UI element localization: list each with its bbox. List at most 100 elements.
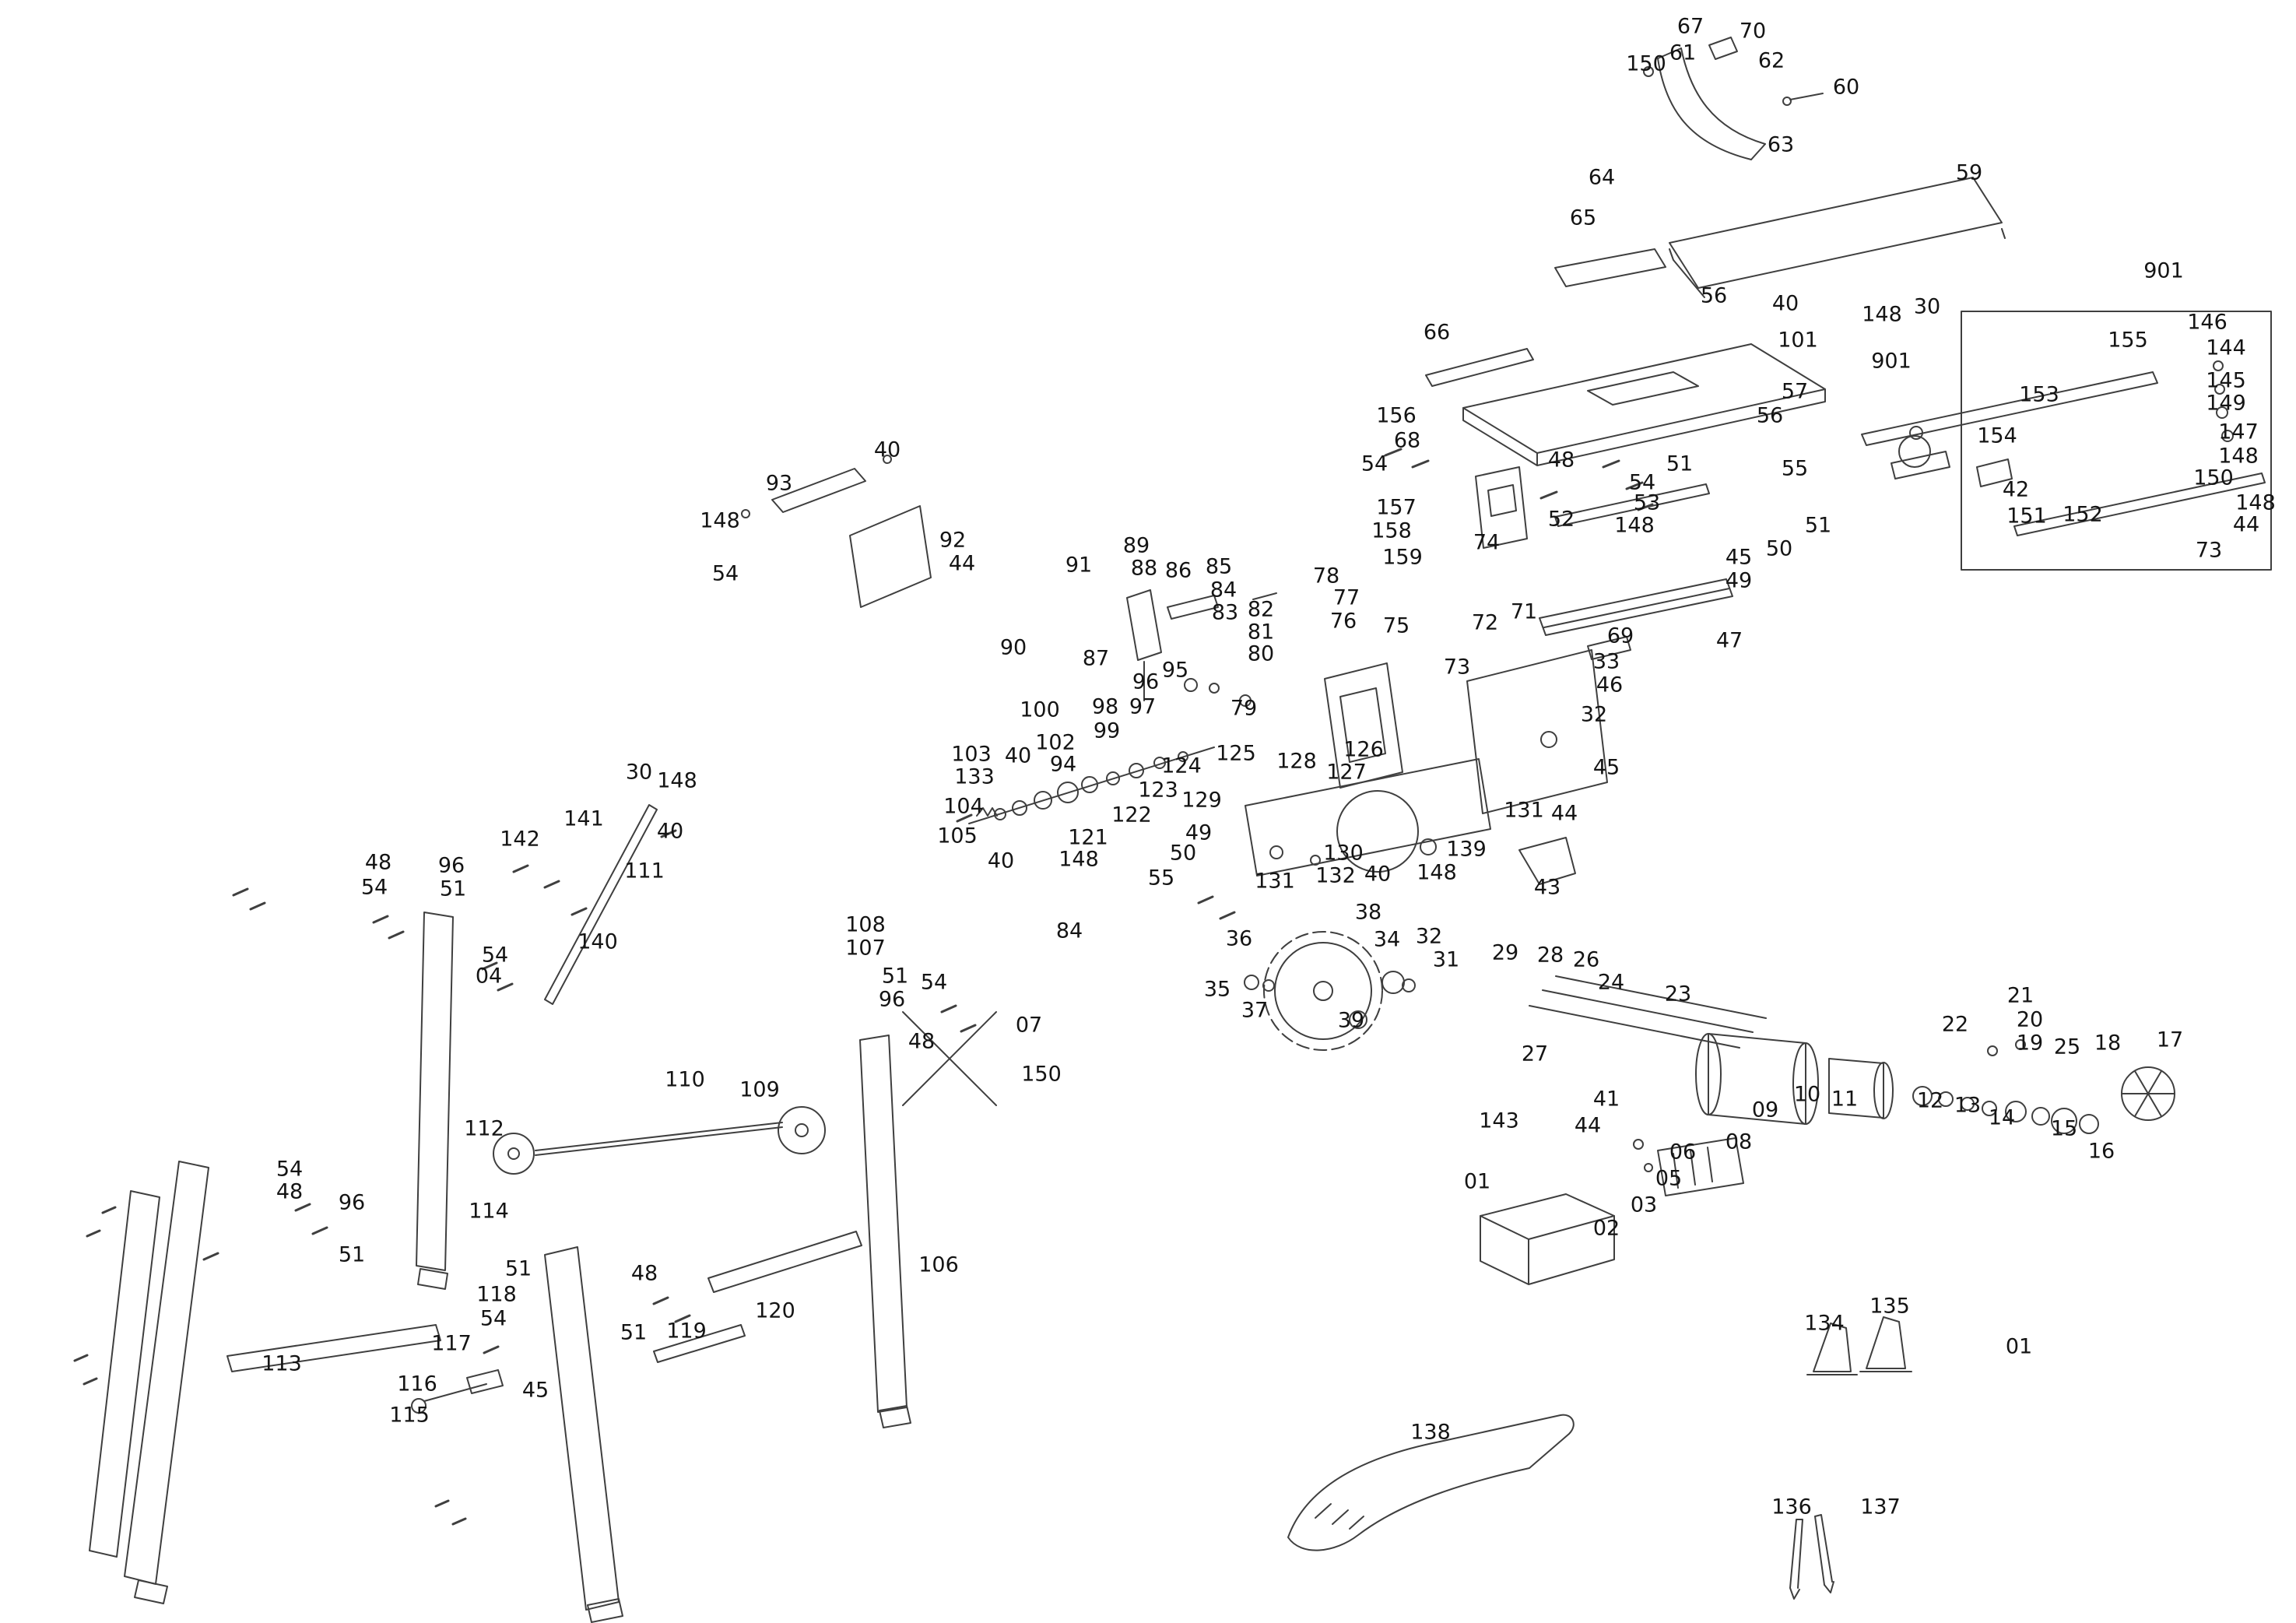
part-label: 72 [1471,610,1499,635]
part-label: 32 [1580,702,1608,727]
part-label: 45 [1725,545,1753,570]
part-label: 44 [2232,512,2260,537]
part-label: 13 [1954,1093,1982,1118]
motor-bracket [1634,1138,1743,1196]
part-label: 143 [1479,1108,1519,1133]
part-label: 150 [1021,1062,1062,1087]
part-label: 08 [1725,1129,1753,1154]
part-label: 101 [1778,328,1818,353]
part-label: 70 [1739,19,1767,44]
part-label: 146 [2187,310,2228,335]
stand-legs [90,912,911,1622]
part-label: 92 [939,528,967,553]
part-label: 05 [1655,1166,1683,1191]
part-label: 51 [1666,451,1694,476]
part-label: 158 [1371,518,1412,543]
part-label: 48 [1547,448,1575,472]
part-label: 149 [2206,391,2246,416]
part-label: 30 [625,760,653,785]
part-label: 38 [1354,900,1382,925]
part-label: 151 [2006,504,2047,529]
part-label: 89 [1122,533,1150,558]
part-label: 17 [2156,1028,2184,1052]
part-label: 04 [475,964,503,989]
extension-table [1669,177,2005,297]
part-label: 147 [2218,420,2259,444]
part-label: 11 [1831,1087,1859,1112]
part-label: 55 [1147,866,1175,891]
part-label: 144 [2206,335,2246,360]
part-label: 51 [1804,513,1832,538]
part-label: 40 [656,819,684,844]
part-label: 45 [521,1378,549,1403]
part-label: 56 [1700,283,1728,308]
part-label: 52 [1547,507,1575,532]
part-label: 16 [2087,1139,2115,1164]
push-stick [1288,1415,1574,1551]
part-label: 123 [1138,778,1178,803]
rip-fence [1539,579,1733,635]
part-label: 88 [1130,556,1158,581]
angle-clamp [1519,838,1575,884]
part-label: 54 [276,1157,304,1182]
part-label: 31 [1432,947,1460,972]
part-label: 59 [1955,160,1983,185]
part-label: 150 [2193,465,2234,490]
part-label: 50 [1169,841,1197,866]
part-label: 02 [1592,1216,1620,1241]
part-label: 103 [951,742,992,767]
part-label: 120 [755,1298,795,1323]
part-label: 21 [2006,983,2034,1008]
riving-knife-plates [742,455,931,607]
part-label: 132 [1315,863,1356,888]
part-label: 40 [1004,743,1032,768]
part-label: 50 [1765,536,1793,561]
part-label: 48 [908,1029,936,1054]
rear-housing [1467,637,1631,813]
part-label: 106 [918,1252,959,1277]
part-label: 96 [1132,669,1160,694]
part-label: 155 [2108,328,2148,353]
part-label: 40 [873,437,901,462]
blade-guard-assembly [1644,37,1823,160]
part-label: 148 [2218,444,2259,469]
part-label: 40 [987,848,1015,873]
part-label: 55 [1781,456,1809,481]
part-label: 49 [1185,820,1213,845]
part-label: 124 [1161,754,1202,778]
front-rail [1426,349,1533,386]
part-label: 96 [878,987,906,1012]
part-label: 129 [1181,788,1222,813]
part-label: 150 [1626,51,1666,76]
blade-carriage [1245,759,1490,876]
part-label: 68 [1393,428,1421,453]
part-label: 09 [1751,1098,1779,1122]
spindle-parts [969,747,1214,824]
part-label: 148 [2235,490,2276,515]
part-label: 153 [2019,382,2059,407]
part-label: 133 [954,764,995,789]
wheel-109 [778,1107,825,1154]
part-label: 93 [765,471,793,496]
part-label: 107 [845,936,886,961]
part-label: 51 [439,876,467,901]
part-label: 51 [881,964,909,989]
part-label: 73 [1443,655,1471,680]
part-label: 19 [2016,1031,2044,1056]
motor-assembly [1529,976,2175,1133]
part-label: 901 [1871,349,1912,374]
part-label: 47 [1715,628,1743,653]
part-label: 154 [1977,423,2017,448]
part-label: 48 [276,1179,304,1204]
part-label: 48 [630,1261,658,1286]
part-label: 141 [563,806,604,831]
part-label: 131 [1255,869,1295,894]
rubber-feet [1807,1317,1912,1375]
part-label: 53 [1633,490,1661,515]
part-label: 15 [2050,1116,2078,1141]
part-label: 148 [1058,847,1099,872]
part-label: 67 [1676,14,1704,39]
part-label: 22 [1941,1012,1969,1037]
